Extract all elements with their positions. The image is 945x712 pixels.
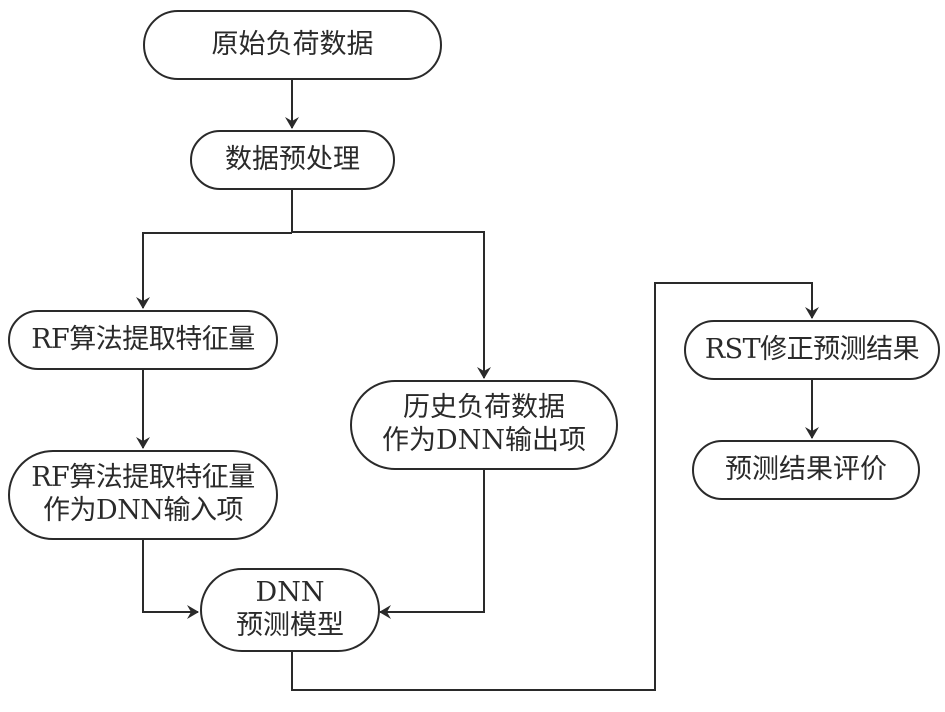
edge-preprocessing-to-rf: [136, 232, 292, 309]
node-raw-load-data: 原始负荷数据: [143, 10, 442, 80]
node-rst-correct-prediction: RST修正预测结果: [684, 320, 940, 380]
node-label: 数据预处理: [225, 143, 360, 175]
node-label: RST修正预测结果: [704, 333, 920, 365]
node-history-load-as-dnn-output: 历史负荷数据 作为DNN输出项: [350, 380, 618, 470]
node-dnn-prediction-model: DNN 预测模型: [200, 568, 380, 652]
node-rf-features-as-dnn-input: RF算法提取特征量 作为DNN输入项: [8, 450, 278, 540]
edge-preprocessing-to-history: [292, 231, 491, 379]
node-label-line-2: 作为DNN输出项: [382, 425, 586, 456]
node-label-line-2: 作为DNN输入项: [43, 495, 243, 526]
node-label-line-1: 历史负荷数据: [403, 392, 565, 424]
node-label: 预测结果评价: [725, 453, 887, 485]
node-label-line-2: 预测模型: [236, 610, 344, 641]
edge-history-to-dnn: [379, 470, 485, 619]
node-label-line-1: DNN: [255, 577, 325, 609]
node-label: RF算法提取特征量: [31, 323, 255, 355]
edge-rf-input-to-dnn: [142, 540, 199, 619]
node-label-line-1: RF算法提取特征量: [31, 462, 255, 494]
node-prediction-evaluation: 预测结果评价: [692, 440, 920, 500]
node-rf-feature-extraction: RF算法提取特征量: [8, 310, 278, 370]
edge-dnn-to-rst: [291, 282, 819, 691]
node-data-preprocessing: 数据预处理: [190, 130, 395, 190]
node-label: 原始负荷数据: [211, 28, 374, 60]
